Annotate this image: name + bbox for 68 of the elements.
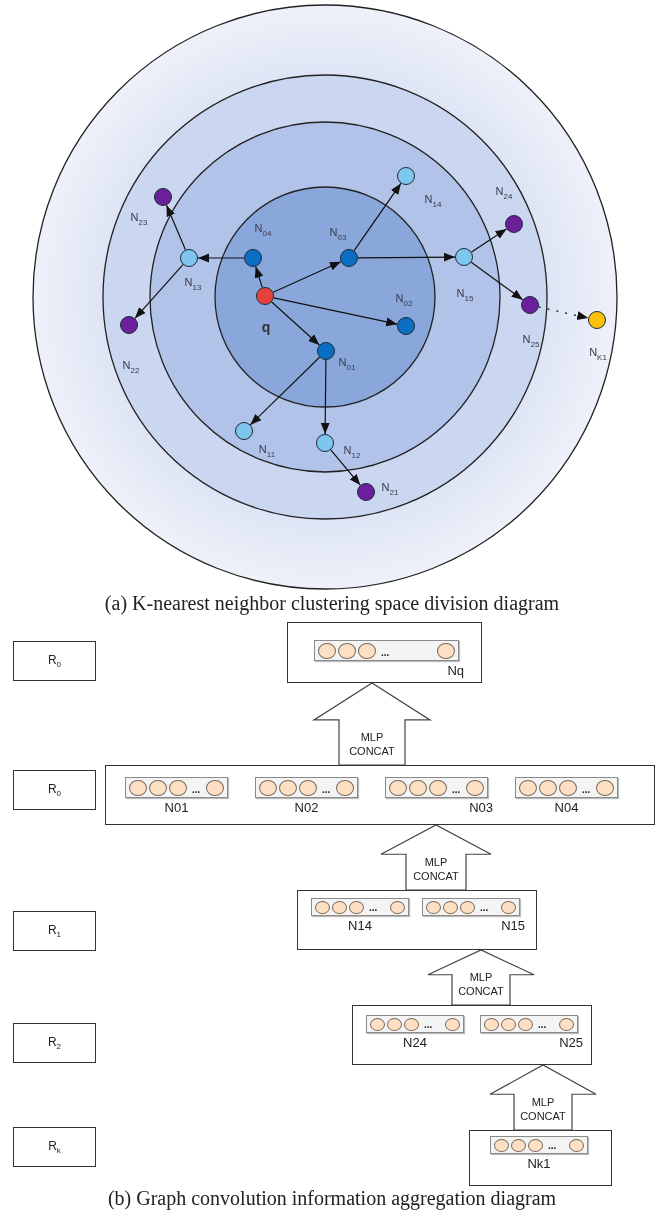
vector-label: Nk1	[527, 1156, 551, 1171]
arrow	[538, 306, 589, 320]
ellipsis-text: ...	[322, 785, 331, 795]
ellipsis-text: ...	[192, 785, 201, 795]
node-label: N$_{14}$	[424, 193, 442, 209]
ellipsis-text: ...	[424, 1020, 433, 1030]
level-label: R$_{0}$	[47, 652, 62, 670]
arrow	[272, 261, 342, 293]
node-label: N$_{23}$	[130, 211, 148, 227]
arrow	[273, 297, 398, 327]
arrow	[254, 265, 264, 289]
level-label: R$_{0}$	[47, 781, 62, 799]
ellipsis-text: ...	[480, 903, 489, 913]
node-label: N$_{12}$	[343, 444, 361, 460]
ellipsis-text: ...	[538, 1020, 547, 1030]
ellipsis-text: ...	[369, 903, 378, 913]
node-label: N$_{21}$	[381, 481, 399, 497]
node-label: N$_{11}$	[258, 443, 276, 459]
arrow	[357, 252, 456, 262]
node-label: N$_{22}$	[122, 359, 140, 375]
vector-label: N15	[501, 918, 525, 933]
vector-label: N14	[348, 918, 372, 933]
vector-label: N25	[559, 1035, 583, 1050]
level-box	[13, 1023, 96, 1063]
level-label: R$_{k}$	[48, 1138, 61, 1156]
ellipsis-text: ...	[381, 648, 390, 658]
level-box	[13, 770, 96, 810]
node-label: N$_{02}$	[395, 292, 413, 308]
arrow	[470, 261, 524, 301]
node-label: N$_{04}$	[254, 222, 272, 238]
arrow	[134, 264, 184, 319]
node-label: N$_{15}$	[456, 287, 474, 303]
level-label: R$_{2}$	[47, 1034, 62, 1052]
node-label: N$_{K1}$	[589, 346, 607, 362]
node-label: N$_{24}$	[495, 185, 513, 201]
node-label: N$_{25}$	[522, 333, 540, 349]
layer-container	[287, 622, 482, 683]
node-label: N$_{01}$	[338, 356, 356, 372]
ellipsis-text: ...	[582, 785, 591, 795]
ellipsis-text: ...	[452, 785, 461, 795]
level-box	[13, 641, 96, 681]
arrow	[249, 356, 321, 426]
arrow	[320, 359, 330, 435]
vector-label: Nq	[447, 663, 464, 678]
layer-container	[352, 1005, 592, 1065]
level-box	[13, 1127, 96, 1167]
vector-label: N04	[554, 800, 579, 815]
arrow	[353, 182, 402, 252]
caption: (b) Graph convolution information aggregation diagram	[107, 1187, 557, 1210]
vector-label: N24	[403, 1035, 427, 1050]
level-label: R$_{1}$	[47, 922, 62, 940]
layer-container	[297, 890, 537, 950]
arrow	[197, 253, 245, 263]
caption: (a) K-nearest neighbor clustering space division diagram	[104, 592, 560, 615]
arrow	[165, 204, 187, 251]
vector-label: N02	[294, 800, 319, 815]
arrow	[330, 449, 361, 486]
arrow	[271, 301, 320, 346]
node-label: q	[261, 319, 271, 335]
arrow	[470, 228, 508, 253]
ellipsis-text: ...	[548, 1141, 557, 1151]
node-label: N$_{03}$	[329, 226, 347, 242]
layer-container	[469, 1130, 612, 1186]
level-box	[13, 911, 96, 951]
vector-label: N03	[469, 800, 493, 815]
vector-label: N01	[164, 800, 189, 815]
node-label: N$_{13}$	[184, 276, 202, 292]
layer-container	[105, 765, 655, 825]
